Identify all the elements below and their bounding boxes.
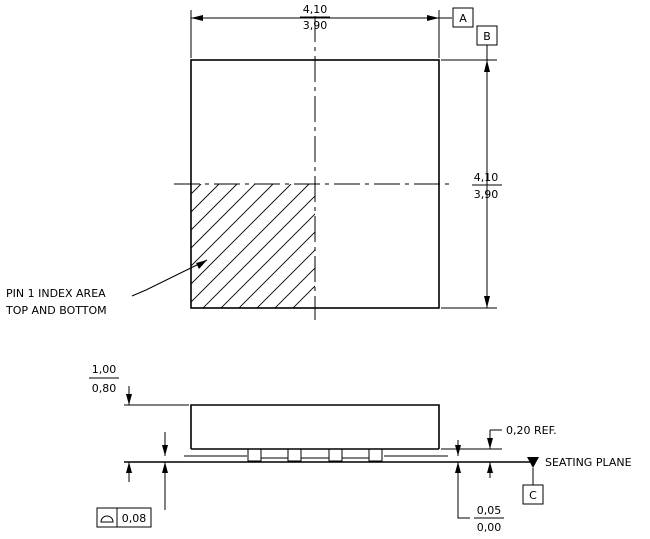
flatness-control-frame: 0,08 — [96, 507, 152, 528]
standoff-min: 0,00 — [477, 521, 502, 534]
pad — [328, 448, 343, 462]
ref-dimension-label: 0,20 REF. — [506, 424, 557, 437]
pad — [287, 448, 302, 462]
side-view: SEATING PLANE 1,00 0,80 0,08 — [89, 363, 632, 534]
right-height-min: 3,90 — [474, 188, 499, 201]
datum-c-label: C — [529, 489, 537, 502]
pad — [247, 448, 262, 462]
pin1-leader: PIN 1 INDEX AREA TOP AND BOTTOM — [5, 259, 208, 317]
pad — [368, 448, 383, 462]
seating-plane-line: SEATING PLANE — [124, 456, 632, 469]
ref-dimension: 0,20 REF. — [441, 424, 557, 478]
flatness-arrows — [162, 432, 168, 510]
top-width-min: 3,90 — [303, 19, 328, 32]
datum-b-label: B — [483, 30, 491, 43]
top-width-max: 4,10 — [303, 3, 328, 16]
side-height-max: 1,00 — [92, 363, 117, 376]
top-width-dimension: 4,10 3,90 — [190, 3, 452, 58]
datum-a-label: A — [459, 12, 467, 25]
side-height-min: 0,80 — [92, 382, 117, 395]
pin1-note-line1: PIN 1 INDEX AREA — [6, 287, 106, 300]
standoff-max: 0,05 — [477, 504, 502, 517]
standoff-dimension: 0,05 0,00 — [455, 440, 504, 534]
datum-c: C — [522, 468, 544, 505]
pin1-index-hatch — [191, 184, 315, 308]
bottom-pads — [247, 448, 383, 462]
seating-plane-label: SEATING PLANE — [545, 456, 632, 469]
datum-b: B — [476, 25, 498, 46]
flatness-icon — [100, 515, 114, 523]
pin1-note-line2: TOP AND BOTTOM — [5, 304, 107, 317]
top-view: 4,10 3,90 A B 4,10 3,90 — [5, 3, 502, 320]
flatness-value: 0,08 — [122, 512, 147, 525]
right-height-dimension: 4,10 3,90 — [441, 45, 502, 309]
side-height-dimension: 1,00 0,80 — [89, 363, 189, 482]
right-height-max: 4,10 — [474, 171, 499, 184]
package-body-side — [190, 404, 440, 449]
datum-a: A — [452, 7, 474, 28]
